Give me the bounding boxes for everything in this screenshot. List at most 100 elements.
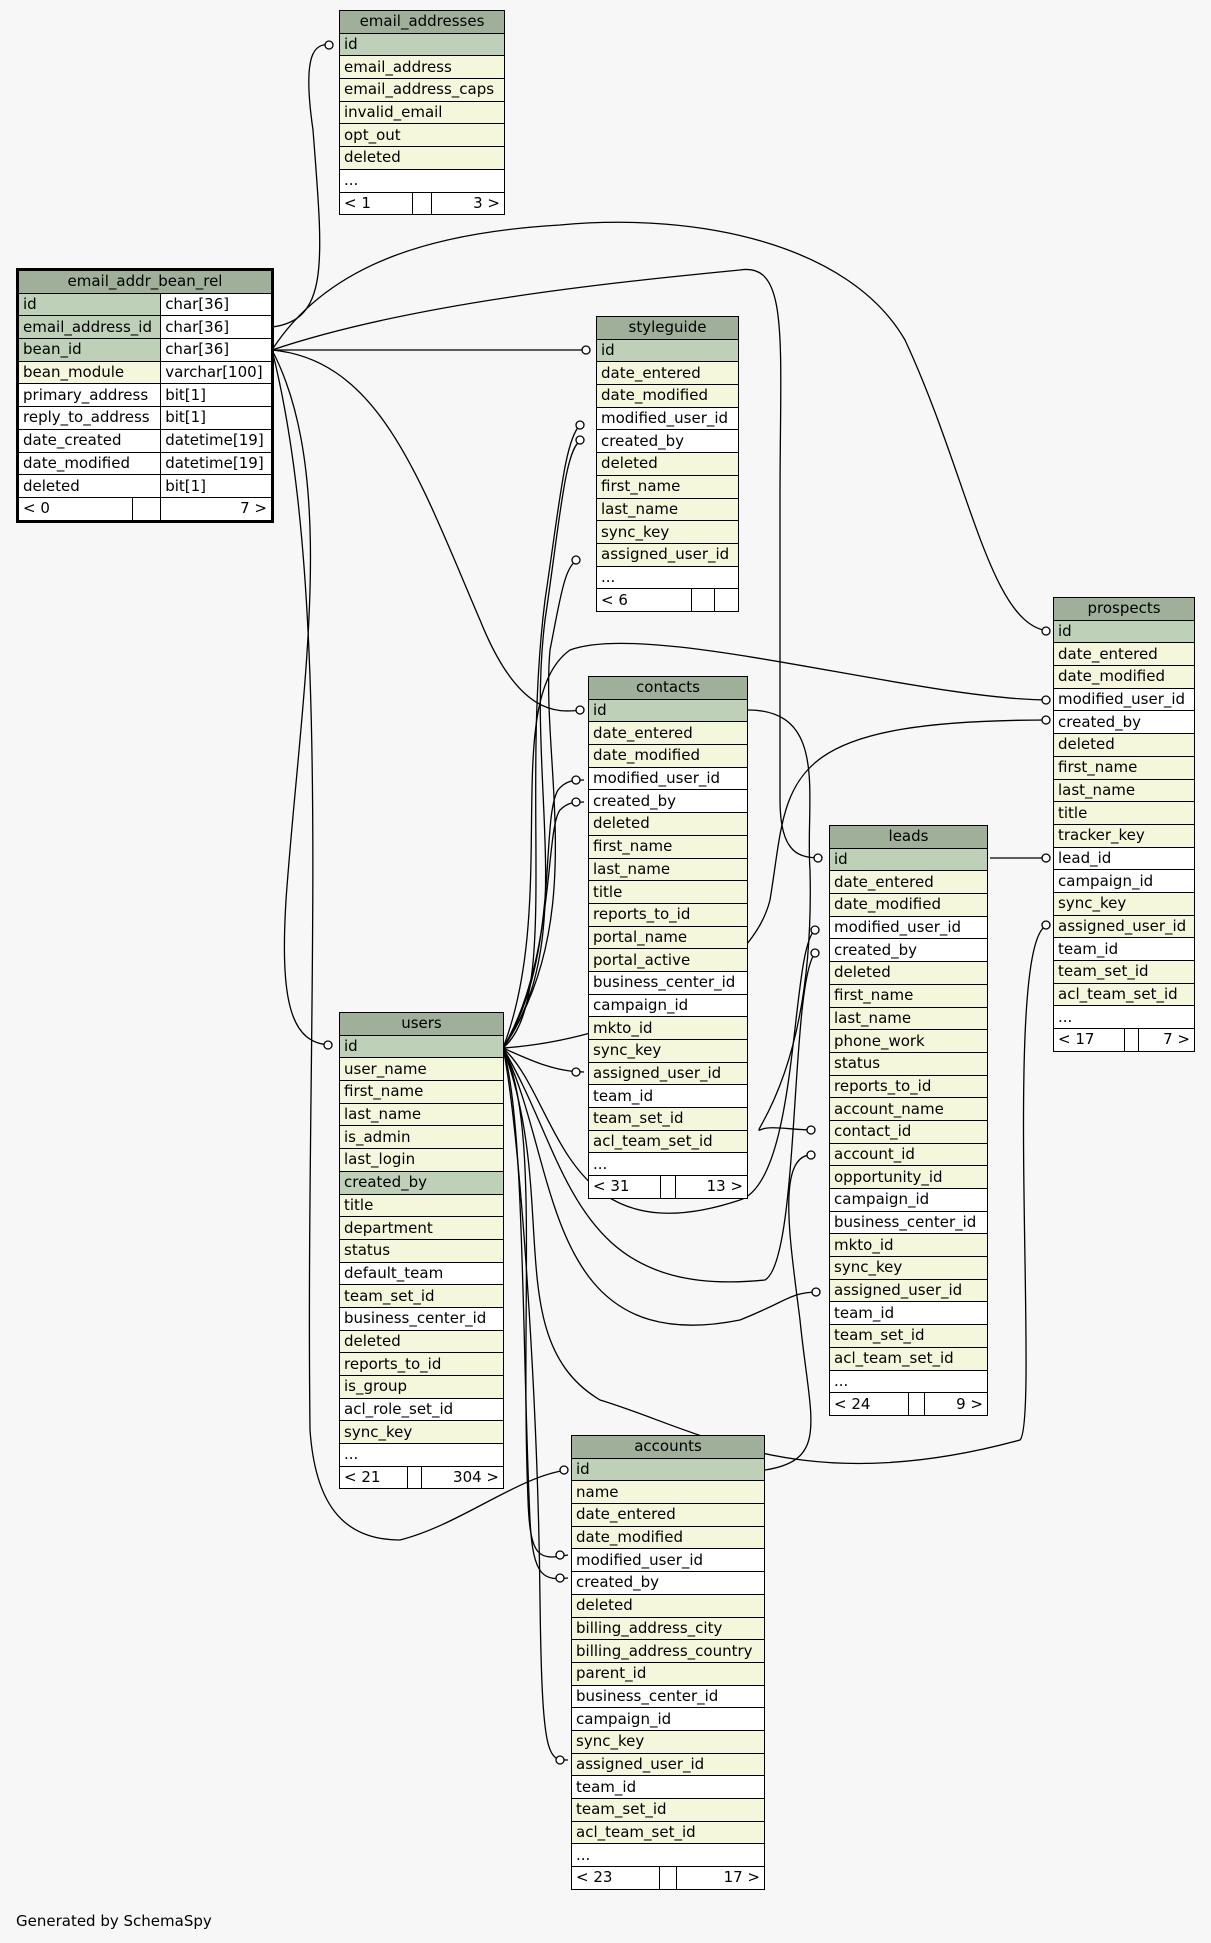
table-row: created_by: [588, 789, 748, 814]
table-row: modified_user_id: [1053, 687, 1195, 712]
column-name: created_by: [829, 938, 988, 963]
table-row: created_by: [829, 938, 988, 963]
column-name: phone_work: [829, 1029, 988, 1053]
column-name: assigned_user_id: [596, 542, 739, 567]
table-row: title: [588, 880, 748, 904]
generated-by-footer: Generated by SchemaSpy: [16, 1912, 212, 1930]
table-header[interactable]: contacts: [588, 676, 748, 700]
table-row: parent_id: [571, 1661, 765, 1686]
rel-users-accounts-assigned: [502, 1047, 569, 1761]
table-row: tracker_key: [1053, 823, 1195, 848]
parent-count: < 31: [587, 1175, 662, 1199]
table-header[interactable]: accounts: [571, 1435, 765, 1459]
column-name: date_entered: [1053, 642, 1195, 667]
table-header[interactable]: leads: [829, 825, 988, 849]
table-row: modified_user_id: [588, 766, 748, 791]
column-name: sync_key: [339, 1420, 504, 1445]
column-name: bean_id: [17, 338, 162, 362]
table-row: date_modified: [571, 1525, 765, 1550]
table-row: phone_work: [829, 1029, 988, 1053]
child-count: 3 >: [430, 191, 506, 216]
table-row: mkto_id: [829, 1233, 988, 1258]
table-header[interactable]: users: [339, 1012, 504, 1036]
table-row: team_set_id: [1053, 960, 1195, 984]
table-row: ...: [1053, 1005, 1195, 1030]
column-name: ...: [571, 1843, 765, 1868]
rel-bean-id-accounts: [271, 349, 569, 1541]
table-row: campaign_id: [1053, 869, 1195, 893]
table-row: sync_key: [339, 1420, 504, 1445]
parent-count: < 6: [596, 588, 692, 612]
column-name: date_modified: [588, 744, 748, 768]
column-name: sync_key: [1053, 891, 1195, 916]
column-name: contact_id: [829, 1119, 988, 1144]
column-name: is_admin: [339, 1125, 504, 1150]
column-name: deleted: [571, 1593, 765, 1618]
table-row: assigned_user_id: [829, 1278, 988, 1303]
column-name: reports_to_id: [339, 1352, 504, 1376]
column-name: deleted: [17, 474, 162, 498]
column-name: id: [829, 847, 988, 872]
table-header[interactable]: email_addr_bean_rel: [18, 270, 272, 294]
column-name: sync_key: [596, 520, 739, 544]
column-name: last_name: [339, 1102, 504, 1127]
table-row: lead_id: [1053, 846, 1195, 871]
table-row: ...: [588, 1152, 748, 1177]
column-name: deleted: [588, 812, 748, 836]
column-name: team_set_id: [571, 1798, 765, 1822]
rel-users-prospects-assigned: [502, 924, 1051, 1465]
table-row: id: [339, 32, 505, 57]
column-name: id: [588, 698, 748, 723]
column-name: date_created: [17, 428, 162, 453]
table-row: date_modified: [829, 893, 988, 917]
parent-count: < 24: [828, 1392, 910, 1416]
column-name: date_modified: [571, 1525, 765, 1550]
column-name: id: [1053, 619, 1195, 644]
parent-count: < 17: [1053, 1028, 1125, 1052]
rel-bean-id-leads: [271, 268, 823, 859]
column-name: business_center_id: [829, 1210, 988, 1235]
table-header[interactable]: styleguide: [596, 316, 739, 340]
column-type: bit[1]: [160, 406, 272, 430]
column-name: reports_to_id: [829, 1074, 988, 1099]
column-name: team_id: [829, 1301, 988, 1326]
table-header[interactable]: prospects: [1053, 597, 1195, 621]
table-row: team_id: [1053, 937, 1195, 961]
column-name: team_id: [571, 1775, 765, 1799]
column-type: char[36]: [160, 292, 272, 317]
table-row: last_name: [1053, 778, 1195, 803]
column-type: char[36]: [160, 315, 272, 340]
row-count: [407, 1465, 422, 1490]
column-name: id: [17, 292, 162, 317]
table-row: last_login: [339, 1148, 504, 1172]
column-name: account_id: [829, 1142, 988, 1167]
column-name: team_id: [588, 1084, 748, 1109]
child-count: 7 >: [160, 496, 272, 521]
table-row: date_modified: [596, 384, 739, 408]
column-name: email_address: [339, 55, 505, 80]
rel-users-prospects-modified: [502, 642, 1051, 1049]
table-header[interactable]: email_addresses: [339, 10, 505, 34]
column-name: title: [339, 1193, 504, 1218]
column-name: campaign_id: [571, 1707, 765, 1731]
column-name: opt_out: [339, 123, 505, 148]
table-row: campaign_id: [588, 993, 748, 1018]
table-row: business_center_id: [588, 970, 748, 995]
row-count: [690, 588, 716, 612]
table-row: date_entered: [571, 1503, 765, 1527]
table-row: assigned_user_id: [571, 1752, 765, 1777]
column-name: parent_id: [571, 1661, 765, 1686]
table-row: deleted: [339, 146, 505, 170]
